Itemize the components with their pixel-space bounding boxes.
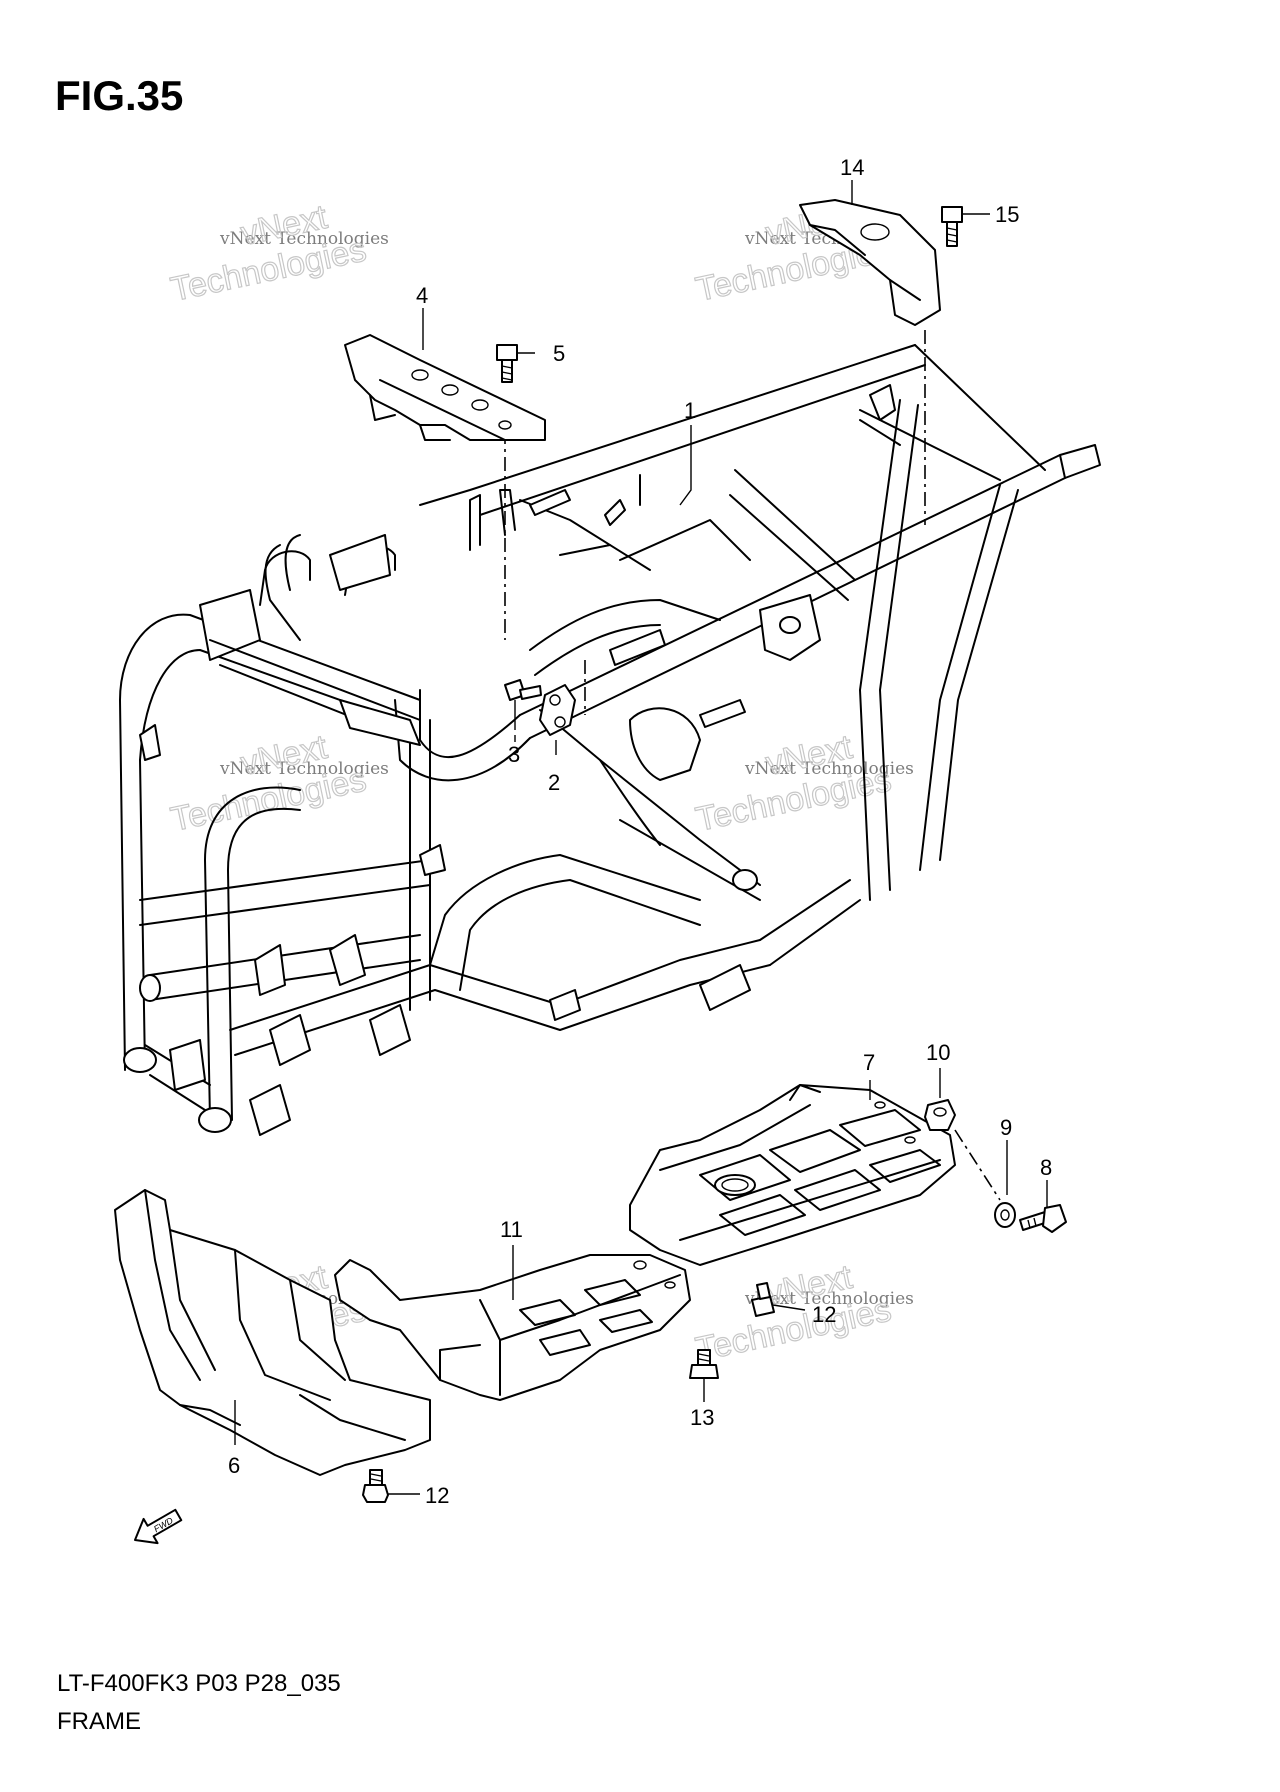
callout-8: 8 — [1040, 1155, 1052, 1180]
part-5-bolt — [496, 344, 535, 383]
callout-10: 10 — [926, 1040, 950, 1065]
main-frame — [119, 344, 1101, 1136]
part-8-bolt — [1019, 1204, 1067, 1233]
callout-6: 6 — [228, 1453, 240, 1478]
part-13-bolt — [689, 1349, 719, 1402]
callout-7: 7 — [863, 1050, 875, 1075]
leader-lines — [234, 180, 1048, 1445]
callout-11: 11 — [500, 1217, 523, 1242]
callout-15: 15 — [995, 202, 1019, 227]
callout-12a: 12 — [812, 1302, 836, 1327]
callout-13: 13 — [690, 1405, 714, 1430]
callout-12b: 12 — [425, 1483, 449, 1508]
callout-1: 1 — [684, 398, 696, 423]
callout-9: 9 — [1000, 1115, 1012, 1140]
watermark-text: vNext Technologies — [744, 759, 914, 779]
model-code: LT-F400FK3 P03 P28_035 — [57, 1670, 341, 1697]
assembly-line — [954, 1129, 1001, 1201]
part-12-bolt — [362, 1469, 420, 1503]
callout-2: 2 — [548, 770, 560, 795]
part-3-bolt — [504, 679, 542, 730]
part-10-nut — [924, 1099, 956, 1131]
callout-labels: 1 2 3 4 5 6 7 8 9 10 11 12 12 13 14 15 — [228, 155, 1052, 1508]
callout-3: 3 — [508, 742, 520, 767]
part-11-skid-plate — [334, 1254, 691, 1401]
callout-14: 14 — [840, 155, 864, 180]
part-9-washer — [994, 1202, 1016, 1228]
part-15-bolt — [941, 206, 990, 247]
figure-title: FIG.35 — [55, 72, 184, 119]
part-7-skid-plate — [629, 1084, 956, 1266]
part-2-plate — [539, 684, 576, 736]
watermark-text: vNext Technologies — [219, 759, 389, 779]
part-4-plate — [344, 334, 546, 441]
part-6-front-guard — [114, 1189, 431, 1476]
part-14-bracket — [799, 199, 941, 326]
part-12-bolt — [751, 1282, 806, 1317]
watermark-text: vNext Technologies — [744, 1289, 914, 1309]
callout-5: 5 — [553, 341, 565, 366]
callout-4: 4 — [416, 283, 428, 308]
fwd-arrow-icon: FWD — [134, 1508, 183, 1545]
watermark-text: vNext Technologies — [219, 229, 389, 249]
section-name: FRAME — [57, 1708, 141, 1735]
